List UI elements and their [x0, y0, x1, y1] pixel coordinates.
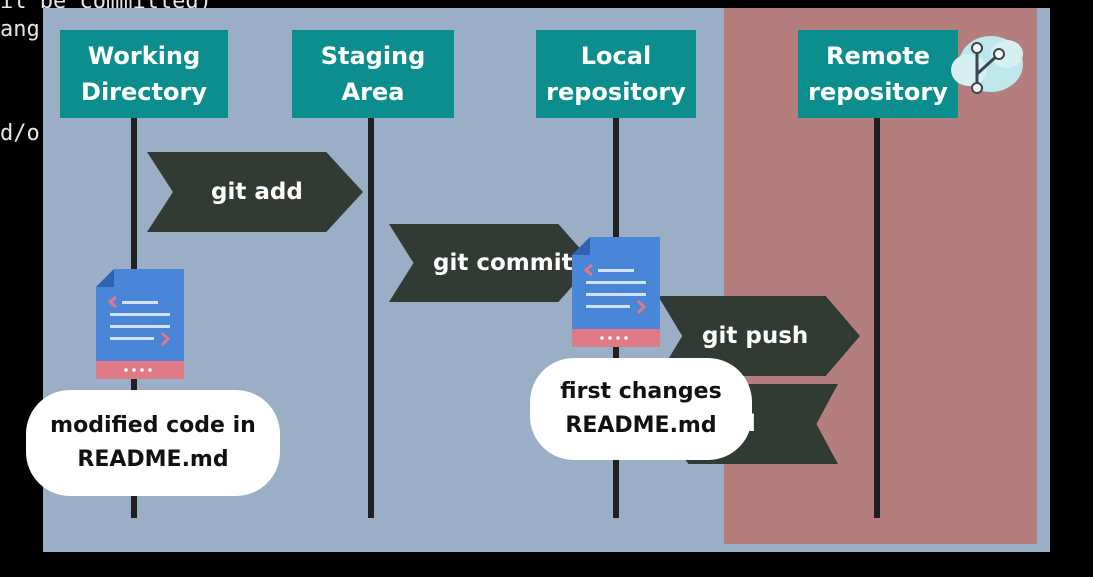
- stage-label: Remote repository: [808, 42, 948, 106]
- arrow-label: git add: [211, 179, 303, 205]
- git-commit-arrow: git commit: [389, 224, 593, 302]
- stage-label: Staging Area: [320, 42, 426, 106]
- staging-area-line: [368, 118, 374, 518]
- arrow-label: git commit: [433, 250, 573, 276]
- git-add-arrow: git add: [147, 152, 363, 232]
- git-push-arrow: git push: [658, 296, 860, 376]
- stage-label: Working Directory: [81, 42, 207, 106]
- note-text: first changes README.md: [560, 379, 722, 438]
- local-repository-note: first changes README.md: [530, 358, 752, 460]
- stage-staging-area: Staging Area: [292, 30, 454, 118]
- stage-local-repository: Local repository: [536, 30, 696, 118]
- note-text: modified code in README.md: [50, 413, 256, 472]
- stage-working-directory: Working Directory: [60, 30, 228, 118]
- git-branch-cloud-icon: [947, 30, 1027, 100]
- terminal-line: ang: [0, 17, 40, 42]
- arrow-label: git push: [702, 323, 809, 349]
- terminal-line: d/o: [0, 121, 40, 146]
- stage-remote-repository: Remote repository: [798, 30, 958, 118]
- code-file-icon: [96, 269, 184, 383]
- remote-repository-line: [874, 118, 880, 518]
- working-directory-note: modified code in README.md: [26, 390, 280, 496]
- stage-label: Local repository: [546, 42, 686, 106]
- code-file-icon: [572, 237, 660, 351]
